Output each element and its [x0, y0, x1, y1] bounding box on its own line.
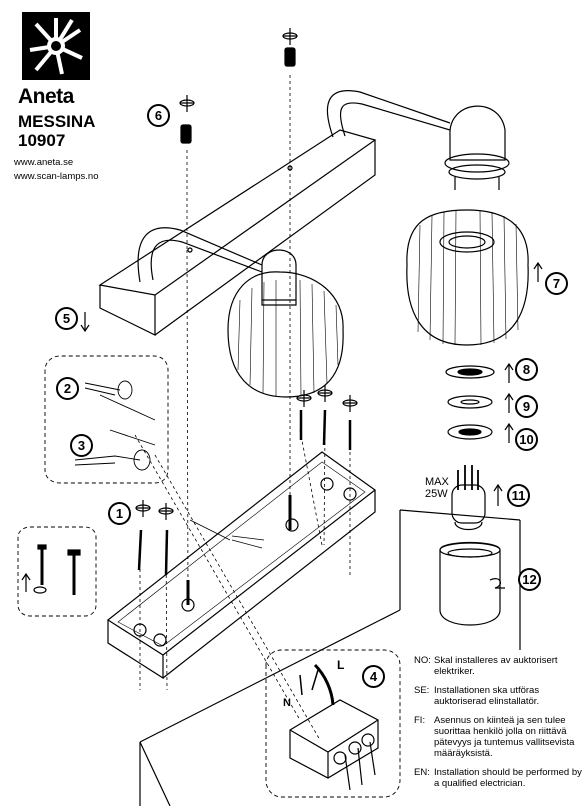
terminal-block: [289, 663, 379, 791]
socket-parts: [439, 365, 501, 626]
step-marker: 8: [515, 358, 538, 381]
step-marker: 9: [515, 395, 538, 418]
note-en: EN: Installation should be performed by …: [414, 767, 584, 789]
far-lamp: [406, 105, 529, 346]
mounting-plate: [106, 451, 377, 680]
note-lang: SE:: [414, 685, 430, 696]
wire-details: [74, 380, 156, 471]
step-marker: 3: [70, 434, 93, 457]
url-link[interactable]: www.scan-lamps.no: [14, 171, 99, 182]
lamp-bar: [98, 90, 451, 336]
note-text: Installationen ska utföras auktoriserad …: [434, 685, 540, 707]
note-fi: FI: Asennus on kiinteä ja sen tulee suor…: [414, 715, 584, 759]
url-link[interactable]: www.aneta.se: [14, 157, 74, 168]
note-lang: EN:: [414, 767, 430, 778]
installation-notes: NO: Skal installeres av auktorisert elek…: [414, 655, 584, 797]
max-text: MAX: [425, 476, 449, 488]
step-marker: 11: [507, 484, 530, 507]
bulb-max-label: MAX 25W: [425, 476, 449, 500]
step-marker: 7: [545, 272, 568, 295]
model-info: MESSINA 10907: [18, 112, 95, 150]
guide-lines: [134, 75, 351, 741]
rotate-icon: [489, 578, 505, 589]
note-text: Skal installeres av auktorisert elektrik…: [434, 655, 558, 677]
note-lang: NO:: [414, 655, 431, 666]
screws: [137, 47, 352, 605]
note-lang: FI:: [414, 715, 426, 726]
live-label: L: [337, 658, 345, 672]
detail-boxes: [17, 355, 401, 798]
aneta-logo-icon: [22, 12, 90, 80]
step-marker: 10: [515, 428, 538, 451]
step-marker: 1: [108, 502, 131, 525]
note-text: Asennus on kiinteä ja sen tulee suoritta…: [434, 715, 575, 759]
detail-screws: [33, 544, 81, 595]
brand-name: Aneta: [18, 85, 74, 108]
note-text: Installation should be performed by a qu…: [434, 767, 582, 789]
note-se: SE: Installationen ska utföras auktorise…: [414, 685, 584, 707]
near-lamp: [227, 249, 344, 398]
arrow-up-icon: [533, 261, 543, 282]
step-marker: 5: [55, 307, 78, 330]
step-marker: 2: [56, 377, 79, 400]
note-no: NO: Skal installeres av auktorisert elek…: [414, 655, 584, 677]
wattage-text: 25W: [425, 488, 448, 500]
step-marker: 4: [362, 665, 385, 688]
screwdriver-icon: [282, 28, 298, 45]
arrow-icons: [21, 28, 543, 592]
arrow-down-icon: [80, 312, 90, 333]
neutral-label: N: [283, 697, 291, 709]
step-marker: 6: [147, 104, 170, 127]
website-links: www.aneta.se www.scan-lamps.no: [14, 156, 98, 184]
step-marker: 12: [518, 568, 541, 591]
model-number: 10907: [18, 131, 66, 150]
model-name: MESSINA: [18, 112, 96, 131]
